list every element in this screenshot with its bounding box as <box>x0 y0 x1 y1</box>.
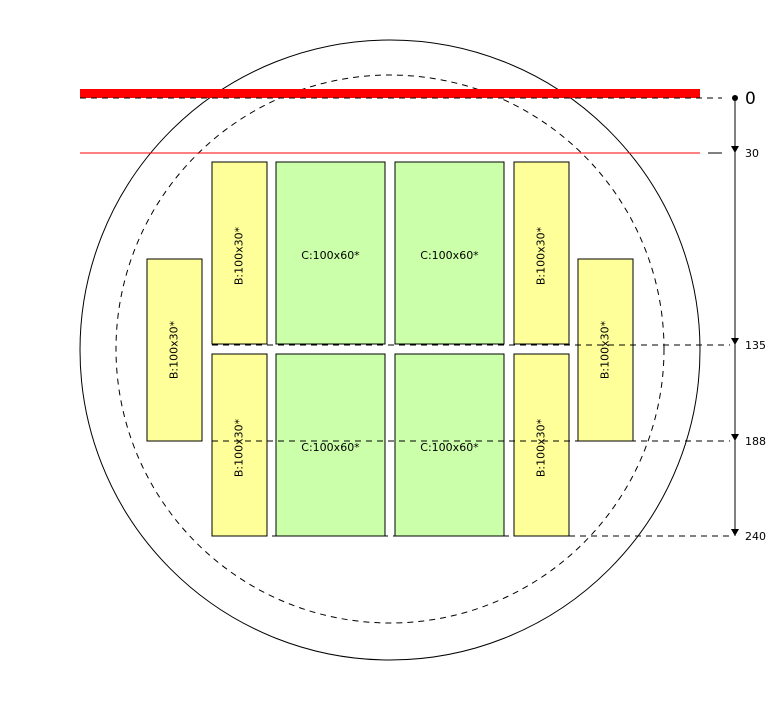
wafer-inner-dashed-circle <box>115 74 665 624</box>
panel-c-bottom-right: C:100x60* <box>394 353 505 537</box>
panel-b-left-bottom: B:100x30* <box>211 353 268 537</box>
panel-label: C:100x60* <box>420 441 479 454</box>
panel-c-bottom-left: C:100x60* <box>275 353 386 537</box>
scale-label-zero: 0 <box>745 89 756 109</box>
panel-label: C:100x60* <box>301 249 360 262</box>
arrow-135 <box>731 338 739 345</box>
scale-label-30: 30 <box>745 147 759 160</box>
panel-b-right-top: B:100x30* <box>513 161 570 345</box>
wafer-outer-circle <box>79 39 701 661</box>
panel-c-top-right: C:100x60* <box>394 161 505 345</box>
arrow-240 <box>731 529 739 536</box>
scale-label-188: 188 <box>745 435 766 448</box>
scale-label-135: 135 <box>745 339 766 352</box>
panel-label: C:100x60* <box>301 441 360 454</box>
panel-label: B:100x30* <box>599 320 612 379</box>
panel-c-top-left: C:100x60* <box>275 161 386 345</box>
dimension-scale <box>731 95 739 536</box>
scale-label-240: 240 <box>745 530 766 543</box>
arrow-30 <box>731 146 739 153</box>
panel-b-left-outer: B:100x30* <box>146 258 203 442</box>
panel-b-right-bottom: B:100x30* <box>513 353 570 537</box>
panel-label: B:100x30* <box>535 418 548 477</box>
panel-label: B:100x30* <box>168 320 181 379</box>
panel-b-right-outer: B:100x30* <box>577 258 634 442</box>
edge-exclusion-bar <box>80 89 700 98</box>
panel-label: B:100x30* <box>233 226 246 285</box>
panel-label: B:100x30* <box>535 226 548 285</box>
panel-label: C:100x60* <box>420 249 479 262</box>
panel-b-left-top: B:100x30* <box>211 161 268 345</box>
arrow-188 <box>731 434 739 441</box>
panel-label: B:100x30* <box>233 418 246 477</box>
